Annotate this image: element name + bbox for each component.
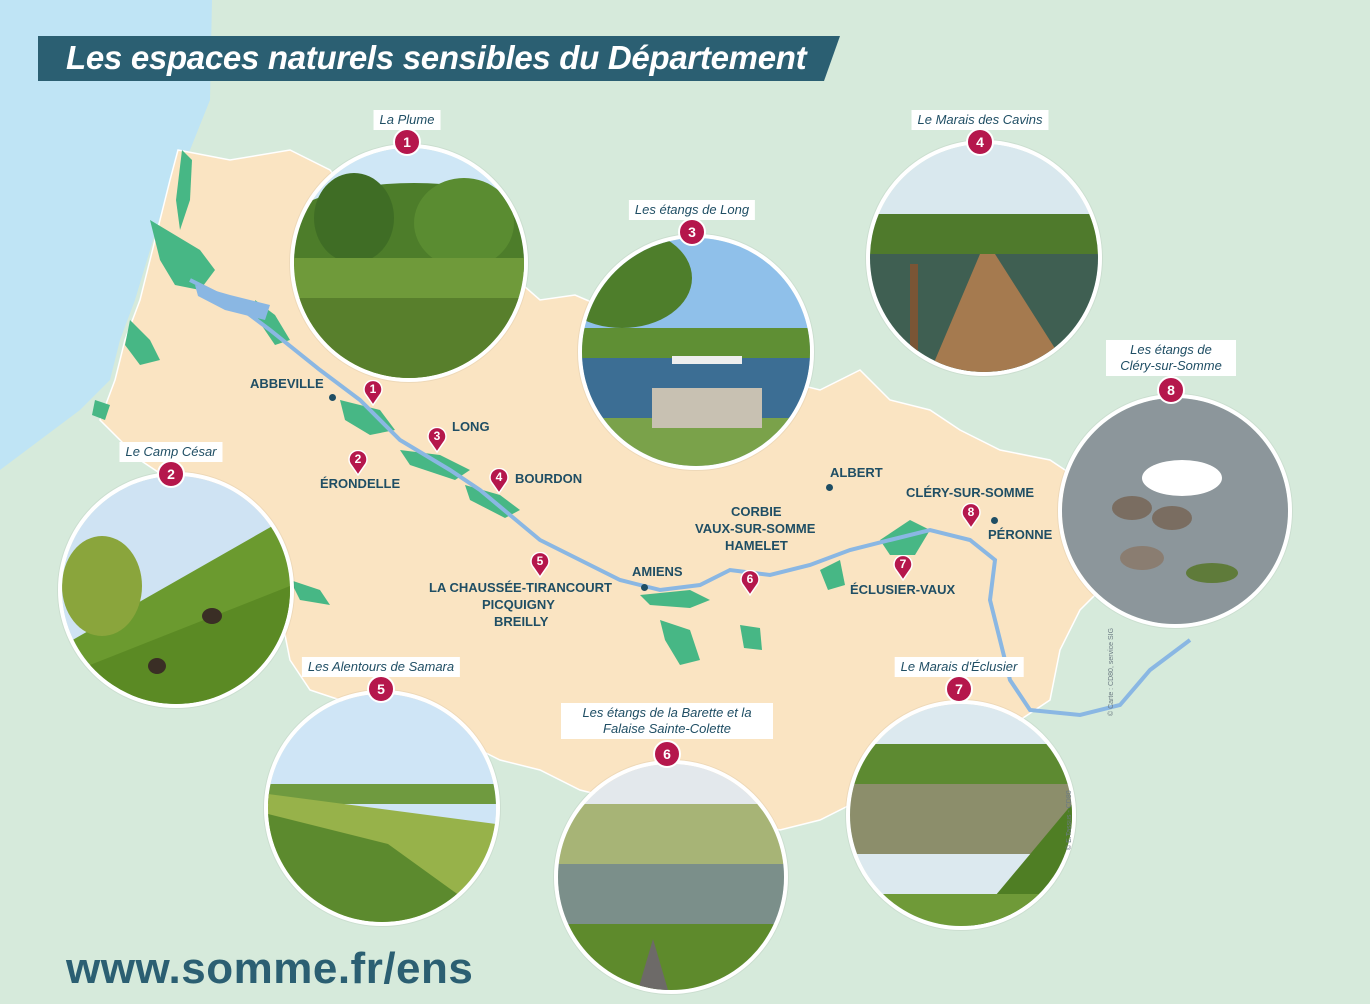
map-pin-3-num: 3 (433, 429, 441, 443)
site-number-7: 7 (945, 675, 973, 703)
site-label-1: La Plume (373, 110, 441, 130)
map-pin-7-num: 7 (899, 557, 907, 571)
site-label-6: Les étangs de la Barette et la Falaise S… (561, 703, 773, 739)
photo-alentours-de-samara (264, 690, 500, 926)
green-valley-9 (290, 580, 330, 605)
green-coastal-1 (150, 220, 215, 290)
pin-marker-icon (893, 555, 913, 581)
pin-marker-icon (363, 380, 383, 406)
page-title: Les espaces naturels sensibles du Départ… (66, 39, 807, 76)
map-credit: © Carte : CD80, service SIG (1108, 627, 1115, 716)
town-amiens: AMIENS (632, 564, 683, 579)
town-dot-abbeville (329, 394, 336, 401)
map-pin-4: 4 (489, 468, 509, 494)
photo-la-plume-image (294, 148, 524, 378)
site-number-5: 5 (367, 675, 395, 703)
map-pin-6-num: 6 (746, 572, 754, 586)
town-hamelet: HAMELET (725, 538, 788, 553)
banner-shape (38, 36, 840, 81)
site-number-3: 3 (678, 218, 706, 246)
photo-etangs-de-long (578, 234, 814, 470)
photo-marais-d-eclusier (846, 700, 1076, 930)
town-abbeville: ABBEVILLE (250, 376, 324, 391)
map-pin-6: 6 (740, 570, 760, 596)
river-estuary (195, 285, 270, 320)
site-number-1: 1 (393, 128, 421, 156)
photo-marais-des-cavins-image (870, 144, 1098, 372)
photo-marais-des-cavins (866, 140, 1102, 376)
pin-marker-icon (427, 427, 447, 453)
green-valley-6 (820, 560, 845, 590)
photo-credit: © E.Tassus - CD80 (1066, 790, 1073, 850)
map-pin-2: 2 (348, 450, 368, 476)
pin-marker-icon (348, 450, 368, 476)
site-label-2: Le Camp César (119, 442, 223, 462)
town-erondelle: ÉRONDELLE (320, 476, 401, 491)
photo-alentours-de-samara-image (268, 694, 496, 922)
map-pin-1-num: 1 (369, 382, 377, 396)
town-breilly: BREILLY (494, 614, 549, 629)
photo-barette-sainte-colette-image (558, 764, 784, 990)
town-la-chaussee: LA CHAUSSÉE-TIRANCOURT (429, 580, 612, 595)
green-coastal-2 (176, 150, 192, 230)
site-label-5: Les Alentours de Samara (301, 657, 461, 677)
town-corbie: CORBIE (731, 504, 782, 519)
green-valley-5 (660, 620, 700, 665)
site-label-3: Les étangs de Long (628, 200, 756, 220)
town-bourdon: BOURDON (515, 471, 583, 486)
map-pin-8: 8 (961, 503, 981, 529)
site-number-6: 6 (653, 740, 681, 768)
town-albert: ALBERT (830, 465, 883, 480)
green-valley-1 (340, 400, 395, 435)
map-pin-7: 7 (893, 555, 913, 581)
green-coastal-5 (92, 400, 110, 420)
green-valley-4 (640, 590, 710, 608)
town-peronne: PÉRONNE (988, 527, 1053, 542)
photo-clery-sur-somme (1058, 394, 1292, 628)
town-dot-peronne (991, 517, 998, 524)
map-pin-4-num: 4 (495, 470, 503, 484)
town-dot-amiens (641, 584, 648, 591)
title-banner: Les espaces naturels sensibles du Départ… (38, 36, 840, 81)
photo-camp-cesar (58, 472, 294, 708)
pin-marker-icon (530, 552, 550, 578)
site-label-4: Le Marais des Cavins (911, 110, 1049, 130)
town-dot-albert (826, 484, 833, 491)
site-number-2: 2 (157, 460, 185, 488)
green-coastal-3 (125, 320, 160, 365)
pin-marker-icon (961, 503, 981, 529)
photo-barette-sainte-colette (554, 760, 788, 994)
photo-marais-d-eclusier-image (850, 704, 1072, 926)
map-pin-5: 5 (530, 552, 550, 578)
site-label-7: Le Marais d'Éclusier (894, 657, 1024, 677)
town-eclusier-vaux: ÉCLUSIER-VAUX (850, 582, 956, 597)
photo-clery-sur-somme-image (1062, 398, 1288, 624)
town-clery-sur-somme: CLÉRY-SUR-SOMME (906, 485, 1035, 500)
photo-la-plume (290, 144, 528, 382)
map-pin-5-num: 5 (536, 554, 544, 568)
site-number-4: 4 (966, 128, 994, 156)
photo-etangs-de-long-image (582, 238, 810, 466)
town-vaux-sur-somme: VAUX-SUR-SOMME (695, 521, 816, 536)
pin-marker-icon (489, 468, 509, 494)
photo-camp-cesar-image (62, 476, 290, 704)
map-pin-8-num: 8 (967, 505, 975, 519)
site-label-8: Les étangs de Cléry-sur-Somme (1106, 340, 1236, 376)
town-picquigny: PICQUIGNY (482, 597, 555, 612)
site-number-8: 8 (1157, 376, 1185, 404)
green-valley-8 (740, 625, 762, 650)
sea-area (0, 0, 212, 470)
town-long: LONG (452, 419, 490, 434)
website-link[interactable]: www.somme.fr/ens (66, 944, 474, 993)
map-pin-3: 3 (427, 427, 447, 453)
map-pin-1: 1 (363, 380, 383, 406)
pin-marker-icon (740, 570, 760, 596)
map-pin-2-num: 2 (354, 452, 362, 466)
